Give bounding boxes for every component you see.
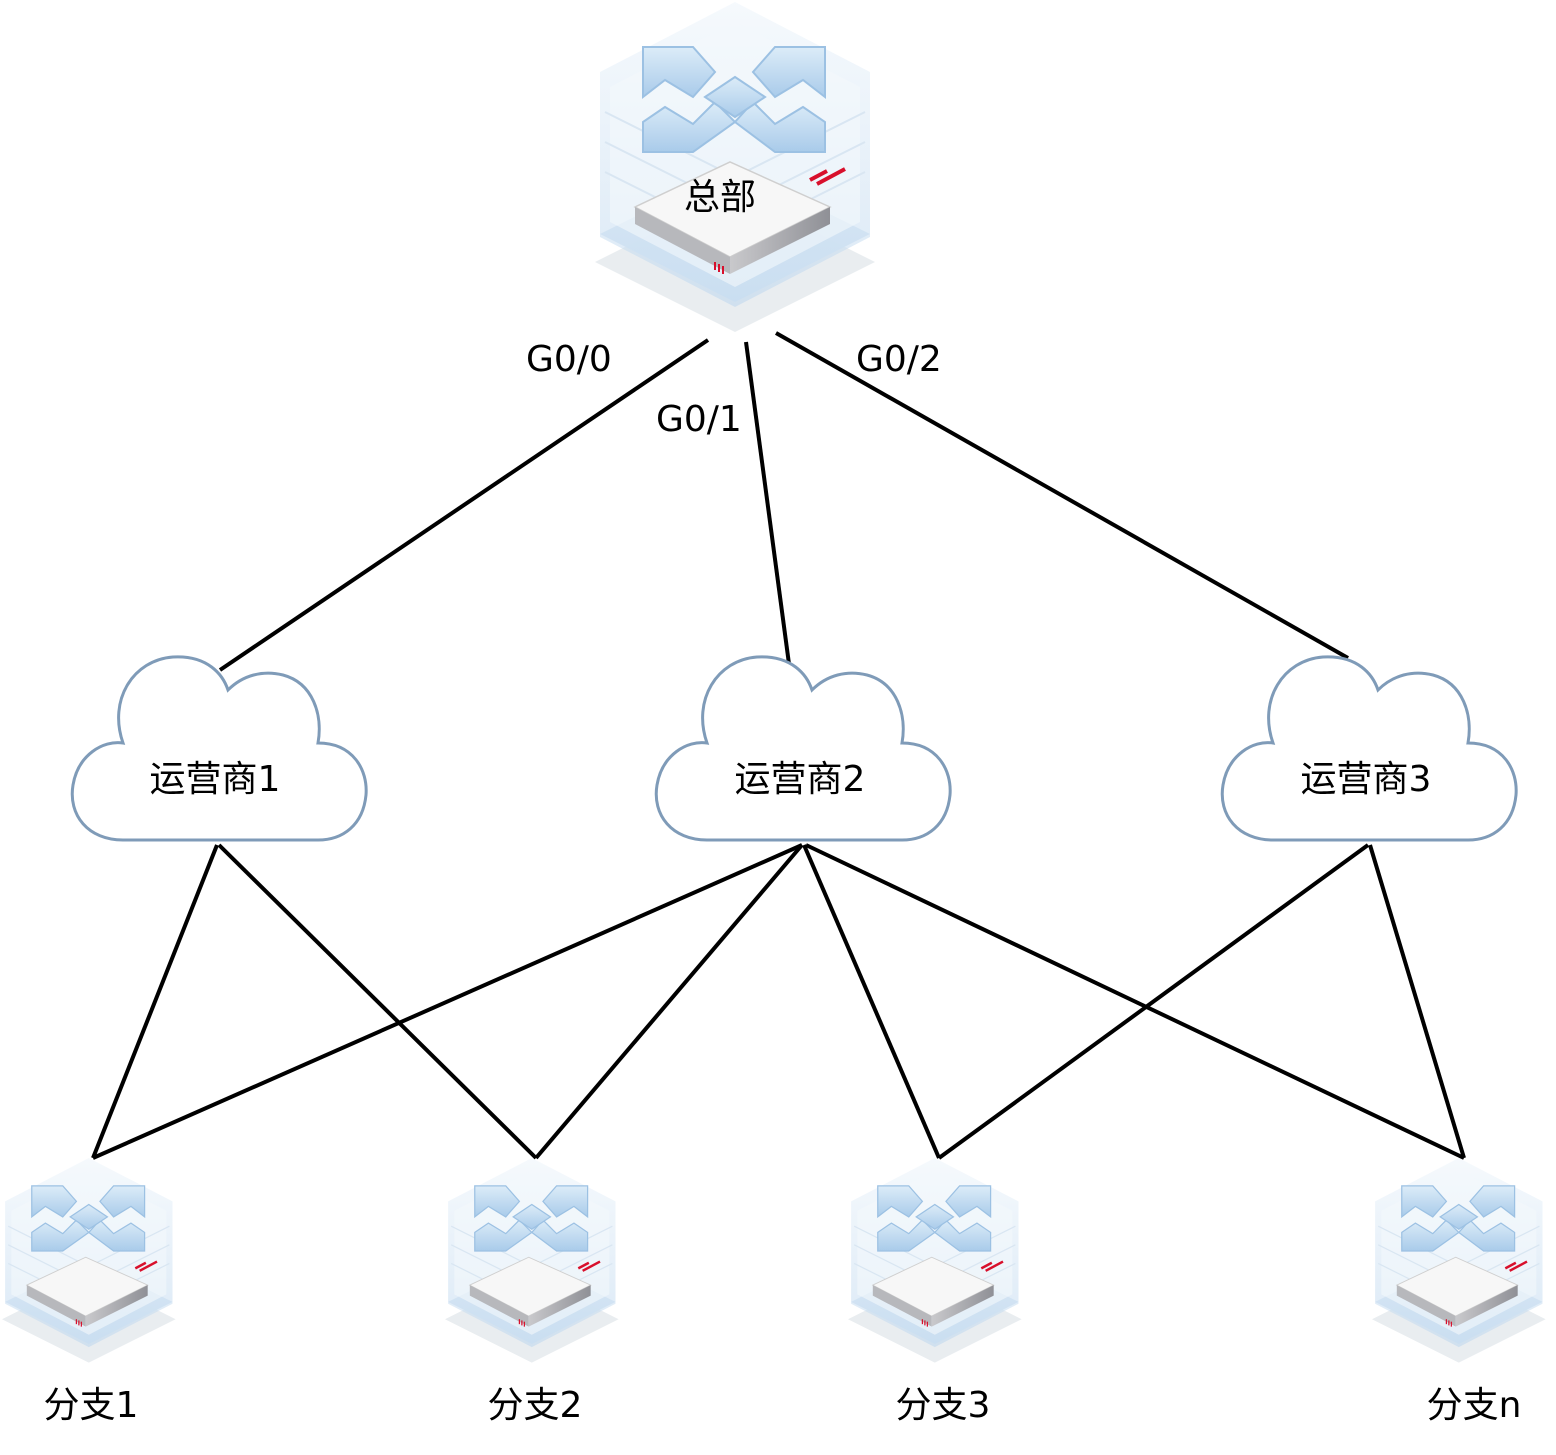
link-hq-carrier1 xyxy=(218,338,710,672)
branch-n-router-icon[interactable] xyxy=(1370,1156,1547,1364)
link-carrier3-branch3 xyxy=(937,843,1370,1160)
port-label-g00: G0/0 xyxy=(526,339,612,380)
hq-links xyxy=(218,331,1349,672)
branch-1-label: 分支1 xyxy=(43,1385,139,1426)
carrier-3-cloud-icon[interactable] xyxy=(1220,655,1518,842)
port-label-g01: G0/1 xyxy=(656,399,742,440)
link-carrier1-branch1 xyxy=(91,844,219,1159)
branch-3-label: 分支3 xyxy=(895,1385,991,1426)
carrier-2-label: 运营商2 xyxy=(734,759,866,800)
link-carrier2-branch2 xyxy=(534,843,804,1160)
link-carrier2-branchn xyxy=(805,843,1465,1160)
carrier-1-label: 运营商1 xyxy=(149,759,281,800)
port-label-g02: G0/2 xyxy=(856,339,942,380)
branch-links xyxy=(91,843,1466,1160)
branch-2-label: 分支2 xyxy=(487,1385,583,1426)
link-carrier2-branch3 xyxy=(802,844,941,1159)
branch-2-router-icon[interactable] xyxy=(443,1156,620,1364)
link-carrier3-branchn xyxy=(1368,844,1466,1159)
headquarters-router-icon[interactable] xyxy=(593,0,877,334)
link-hq-carrier3 xyxy=(775,331,1349,660)
carrier-1-cloud-icon[interactable] xyxy=(70,655,368,842)
branch-n-label: 分支n xyxy=(1426,1385,1522,1426)
link-carrier2-branch1 xyxy=(92,843,803,1160)
hq-label: 总部 xyxy=(684,177,757,218)
branch-3-router-icon[interactable] xyxy=(846,1156,1023,1364)
branch-1-router-icon[interactable] xyxy=(0,1156,177,1364)
carrier-2-cloud-icon[interactable] xyxy=(654,655,952,842)
carrier-3-label: 运营商3 xyxy=(1300,759,1432,800)
link-hq-carrier2 xyxy=(744,341,791,665)
link-carrier1-branch2 xyxy=(217,843,538,1160)
